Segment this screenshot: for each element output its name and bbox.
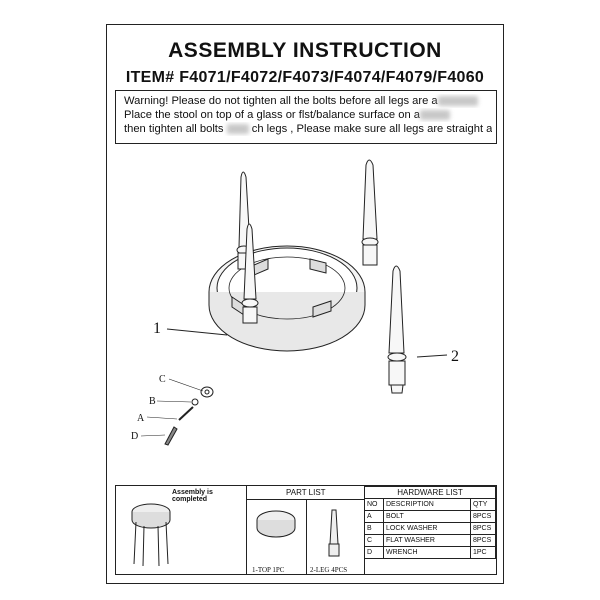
redacted-blur [437, 96, 478, 107]
parts-illustrations [256, 509, 340, 557]
redacted-blur [226, 124, 249, 135]
leg-front-left [241, 223, 259, 324]
hardware-table: HARDWARE LIST NO DESCRIPTION QTY A BOLT … [364, 486, 496, 559]
leg-loose-part-2 [387, 265, 407, 394]
instruction-sheet: ASSEMBLY INSTRUCTION ITEM# F4071/F4072/F… [106, 24, 504, 584]
label-a: A [137, 413, 145, 424]
seat-top-part [208, 245, 366, 352]
label-c: C [159, 374, 166, 385]
parts-section: Assembly is completed PART LIST 1- [115, 485, 497, 575]
col-header-no: NO [364, 498, 384, 511]
bolt-a [178, 406, 194, 421]
warning-box: Warning! Please do not tighten all the b… [115, 90, 497, 144]
assembled-caption: Assembly is completed [172, 489, 213, 503]
col-header-description: DESCRIPTION [383, 498, 471, 511]
warning-line-1: Warning! Please do not tighten all the b… [124, 94, 492, 108]
exploded-assembly-diagram: 1 2 C B A D [131, 159, 459, 446]
table-row: A BOLT 8PCS [364, 510, 496, 523]
part-leg-label: 2-LEG 4PCS [310, 566, 348, 574]
wrench-d [164, 426, 178, 446]
lock-washer-b [191, 398, 199, 406]
col-header-qty: QTY [470, 498, 496, 511]
page-title: ASSEMBLY INSTRUCTION [168, 39, 442, 62]
table-row: B LOCK WASHER 8PCS [364, 522, 496, 535]
table-row: C FLAT WASHER 8PCS [364, 534, 496, 547]
warning-line-3: then tighten all bolts ch legs , Please … [124, 122, 492, 136]
label-b: B [149, 396, 156, 407]
part-list-panel: PART LIST 1-TOP 1PC 2-LEG 4PCS [246, 486, 365, 574]
hardware-list-title: HARDWARE LIST [364, 486, 496, 499]
part-top-label: 1-TOP 1PC [252, 566, 285, 574]
item-numbers: ITEM# F4071/F4072/F4073/F4074/F4079/F406… [125, 69, 485, 86]
callout-1: 1 [153, 320, 161, 337]
table-row: D WRENCH 1PC [364, 546, 496, 559]
leg-back-right [361, 159, 379, 266]
assembled-stool-illustration [131, 503, 171, 567]
redacted-blur [420, 110, 451, 121]
hardware-list-panel: HARDWARE LIST NO DESCRIPTION QTY A BOLT … [364, 486, 496, 574]
label-d: D [131, 431, 138, 442]
part-list-title: PART LIST [286, 488, 326, 497]
warning-line-2: Place the stool on top of a glass or fls… [124, 108, 492, 122]
part-leg-illustration [328, 509, 340, 557]
flat-washer-c [200, 386, 214, 398]
assembled-panel: Assembly is completed [116, 486, 247, 574]
callout-2: 2 [451, 348, 459, 365]
